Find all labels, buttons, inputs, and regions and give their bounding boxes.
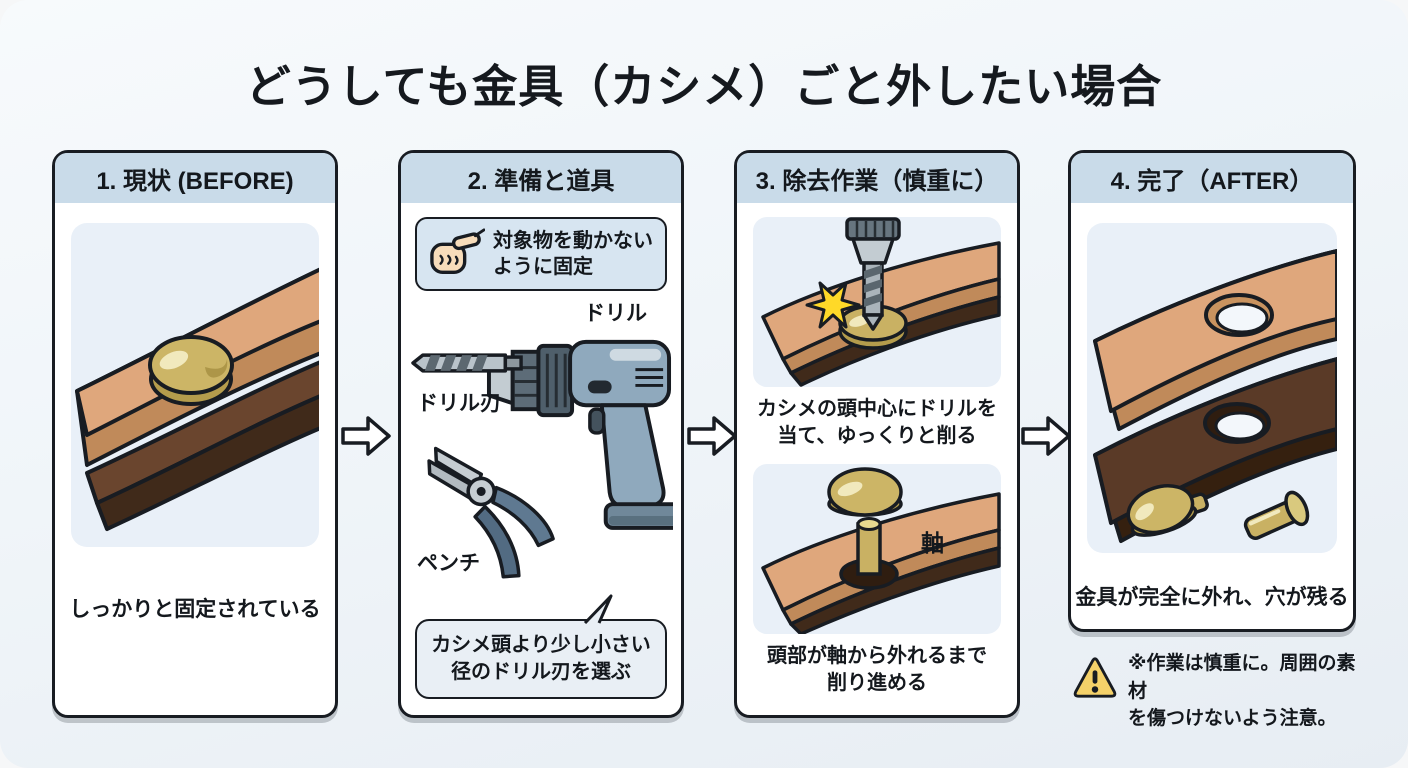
pliers-label: ペンチ: [417, 552, 480, 575]
head-off-shaft-illustration: 軸: [753, 464, 1001, 634]
leather-strap-with-rivet-image: [75, 267, 319, 531]
drill-bit-tip-bubble: カシメ頭より少し小さい 径のドリル刃を選ぶ: [415, 594, 667, 699]
removed-rivet-illustration: [1087, 223, 1337, 553]
panel-3-header: 3. 除去作業（慎重に）: [737, 153, 1017, 203]
panel-4-caption: 金具が完全に外れ、穴が残る: [1075, 586, 1349, 609]
tools-illustration: ドリル: [401, 291, 681, 591]
right-arrow-icon: [341, 416, 391, 456]
panel-3-removal: 3. 除去作業（慎重に） カシメの頭中心にドリ: [734, 150, 1020, 718]
rivet-head-icon: [148, 335, 234, 406]
shaft-label: 軸: [921, 530, 944, 556]
panel-1-header: 1. 現状 (BEFORE): [55, 153, 335, 203]
head-off-shaft-image: [761, 467, 1001, 634]
panel-1-before: 1. 現状 (BEFORE) しっかりと固定されている: [52, 150, 338, 718]
hold-hand-icon: [430, 228, 485, 274]
leather-rivet-illustration: [71, 223, 319, 547]
warning-triangle-icon: [1073, 657, 1117, 698]
right-arrow-icon: [687, 416, 737, 456]
drill-bit-label: ドリル刃: [417, 392, 501, 415]
panel-3-step2-caption: 頭部が軸から外れるまで 削り進める: [767, 645, 987, 694]
drill-label: ドリル: [584, 302, 647, 325]
caution-text: ※作業は慎重に。周囲の素材 を傷つけないよう注意。: [1128, 653, 1356, 730]
drill-bit-icon: [411, 353, 523, 373]
fix-object-note: 対象物を動かない ように固定: [415, 217, 667, 291]
panel-1-caption: しっかりと固定されている: [69, 598, 321, 621]
page-title: どうしても金具（カシメ）ごと外したい場合: [245, 61, 1163, 112]
removed-shaft-icon: [1243, 490, 1310, 540]
panel-4-header: 4. 完了（AFTER）: [1071, 153, 1353, 203]
fix-note-text: 対象物を動かない ように固定: [493, 230, 653, 278]
drill-icon: [486, 339, 673, 530]
pliers-icon: [427, 446, 555, 579]
removed-head-icon: [1126, 484, 1209, 537]
right-arrow-icon: [1021, 416, 1071, 456]
drilling-rivet-image: [761, 217, 1001, 387]
panel-2-header: 2. 準備と道具: [401, 153, 681, 203]
caution-note: ※作業は慎重に。周囲の素材 を傷つけないよう注意。: [1072, 650, 1372, 733]
panel-2-tools: 2. 準備と道具 対象物を動かない ように固定 ドリル: [398, 150, 684, 718]
drilling-rivet-illustration: [753, 217, 1001, 387]
spark-icon: [805, 281, 861, 329]
panel-3-step1-caption: カシメの頭中心にドリルを 当て、ゆっくりと削る: [757, 398, 997, 447]
panel-4-after: 4. 完了（AFTER）: [1068, 150, 1356, 632]
bubble-tail: [583, 594, 613, 624]
straps-with-holes-image: [1093, 249, 1337, 543]
